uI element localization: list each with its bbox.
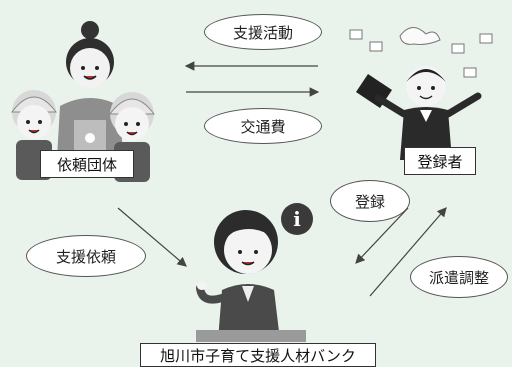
bank-staff-illustration <box>196 210 306 342</box>
svg-text:i: i <box>293 207 301 231</box>
label-support-request: 支援依頼 <box>26 235 146 277</box>
arrow-dispatch <box>369 207 447 297</box>
arrow-support-request <box>117 207 187 267</box>
label-support-activity: 支援活動 <box>204 14 322 50</box>
arrow-registration <box>355 207 409 264</box>
label-registration: 登録 <box>330 180 410 222</box>
node-registrant: 登録者 <box>404 147 476 175</box>
label-transport-fee: 交通費 <box>204 108 322 144</box>
node-bank: 旭川市子育て支援人材バンク <box>140 343 376 367</box>
node-client-group: 依頼団体 <box>40 150 134 178</box>
registrant-illustration <box>349 27 493 160</box>
info-icon: i <box>281 203 313 235</box>
label-dispatch: 派遣調整 <box>410 256 508 298</box>
